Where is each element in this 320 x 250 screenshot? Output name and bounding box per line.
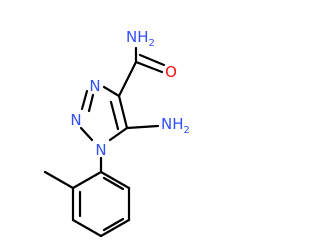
bond-carbonyl-o xyxy=(134,60,164,74)
amide-nh2-label: NH2 xyxy=(126,28,155,49)
bond-ar6-ar1 xyxy=(99,170,131,190)
bond-n1-n2 xyxy=(79,126,94,142)
bond-carbonyl-o-double xyxy=(138,53,166,67)
carbonyl-o-label: O xyxy=(165,63,177,81)
triazole-n2-label: N xyxy=(70,111,81,129)
bond-ar1-ar2 xyxy=(71,170,103,190)
bond-c4-c5-double xyxy=(109,100,120,131)
triazole-ring xyxy=(79,85,129,142)
amino-nh2-label: NH2 xyxy=(161,115,190,136)
bond-c5-n1 xyxy=(108,126,129,142)
bond-ar4-ar5 xyxy=(99,218,131,238)
tolyl-ring xyxy=(43,170,131,238)
bond-c5-amino xyxy=(125,124,160,130)
bond-n3-c4 xyxy=(102,85,121,98)
bond-c4-c5 xyxy=(117,94,129,130)
bond-ar-inner-2 xyxy=(102,217,125,232)
bond-ar-methyl xyxy=(43,170,75,190)
carboxamide-group xyxy=(117,46,166,98)
bond-ar3-ar4 xyxy=(71,218,103,238)
triazole-n3-label: N xyxy=(89,77,100,95)
bond-ar-inner-3 xyxy=(102,176,125,191)
triazole-n1-label: N xyxy=(95,141,106,159)
bond-n2-n3 xyxy=(80,89,89,111)
bond-c4-carbonyl xyxy=(117,60,138,98)
bond-n2-n3-double xyxy=(87,93,95,113)
molecule-structure: NH2 O N N N NH2 xyxy=(43,28,190,238)
